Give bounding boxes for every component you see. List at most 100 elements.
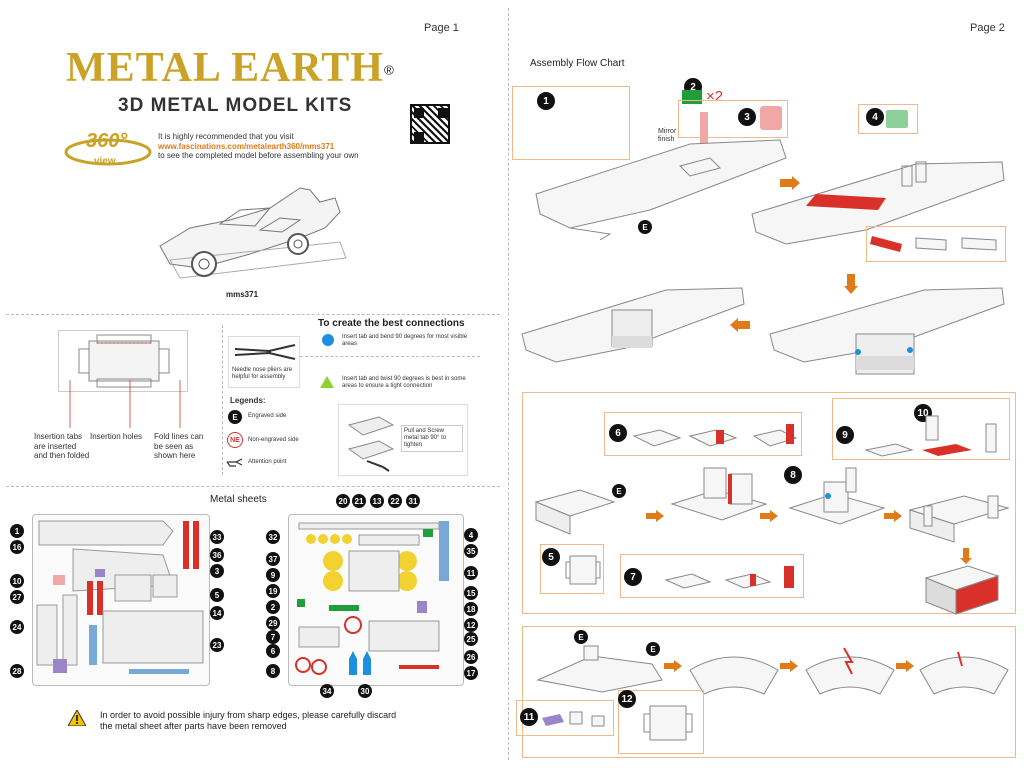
view-360-number: 360° bbox=[86, 130, 128, 152]
part-badge: 2 bbox=[266, 600, 280, 614]
view-360-label: view bbox=[94, 156, 116, 167]
part-badge: 14 bbox=[210, 606, 224, 620]
pliers-icon bbox=[234, 344, 296, 360]
section-divider-1 bbox=[6, 314, 500, 315]
part-badge: 33 bbox=[210, 530, 224, 544]
part-badge: 9 bbox=[266, 568, 280, 582]
engraved-badge-bottom-2: E bbox=[646, 642, 660, 656]
part-badge: 36 bbox=[210, 548, 224, 562]
recommend-line-1: It is highly recommended that you visit bbox=[158, 132, 294, 141]
part-badge: 3 bbox=[210, 564, 224, 578]
car-model-illustration bbox=[159, 187, 347, 279]
flow-chart-title: Assembly Flow Chart bbox=[530, 58, 625, 69]
sheet2-right-labels: 4 35 11 15 18 12 25 26 17 bbox=[464, 528, 478, 680]
bend-dot-icon bbox=[322, 334, 334, 346]
flow-arrow-right-1 bbox=[780, 176, 800, 190]
part-badge: 29 bbox=[266, 616, 280, 630]
flow-arrow-right-2 bbox=[646, 510, 664, 522]
step-badge-5: 5 bbox=[542, 548, 560, 566]
part-badge: 1 bbox=[10, 524, 24, 538]
metal-sheet-1-parts bbox=[36, 520, 204, 674]
part-badge: 19 bbox=[266, 584, 280, 598]
chassis-step1-illustration bbox=[535, 139, 787, 240]
attention-label: Attention point bbox=[248, 459, 287, 465]
part-badge: 12 bbox=[464, 618, 478, 632]
sheet2-left-labels: 32 37 9 19 2 29 7 6 8 bbox=[266, 530, 280, 680]
step-badge-11: 11 bbox=[520, 708, 538, 726]
warning-text: In order to avoid possible injury from s… bbox=[100, 710, 397, 732]
screw-note: Pull and Screw metal tab 90° to tighten bbox=[401, 425, 463, 452]
chassis-step4-illustration bbox=[751, 161, 1005, 245]
warning-icon bbox=[68, 710, 86, 726]
part-badge: 4 bbox=[464, 528, 478, 542]
engraved-badge-top: E bbox=[638, 220, 652, 234]
recommend-link[interactable]: www.fascinations.com/metalearth360/mms37… bbox=[158, 142, 418, 152]
section-divider-2 bbox=[6, 486, 500, 487]
connections-title: To create the best connections bbox=[318, 318, 465, 329]
step9-10-detail-box bbox=[832, 398, 1010, 460]
step-badge-7: 7 bbox=[624, 568, 642, 586]
step-badge-8: 8 bbox=[784, 466, 802, 484]
recommend-model-code[interactable]: mms371 bbox=[302, 141, 335, 151]
part-badge: 27 bbox=[10, 590, 24, 604]
fold-diagram-leaders bbox=[69, 380, 181, 428]
cabin-illustration bbox=[908, 495, 1010, 543]
step2-mirror-part bbox=[700, 112, 708, 164]
step11-illustration bbox=[542, 711, 605, 727]
label-insertion-holes: Insertion holes bbox=[90, 432, 143, 441]
step5-illustration bbox=[565, 555, 601, 585]
sub-assembly-frame bbox=[522, 392, 1016, 614]
engraved-badge-mid: E bbox=[612, 484, 626, 498]
engraved-label: Engraved side bbox=[248, 413, 287, 419]
page-number-1: Page 1 bbox=[424, 22, 459, 34]
chassis-step4b-illustration bbox=[769, 287, 1005, 375]
part-badge: 26 bbox=[464, 650, 478, 664]
metal-sheets-title: Metal sheets bbox=[210, 494, 267, 505]
part-badge: 18 bbox=[464, 602, 478, 616]
step12-illustration bbox=[643, 705, 693, 741]
section-divider-vertical bbox=[222, 325, 223, 475]
part-badge: 34 bbox=[320, 684, 334, 698]
metal-sheet-2 bbox=[288, 514, 464, 686]
recommend-url[interactable]: www.fascinations.com/metalearth360/ bbox=[158, 141, 303, 151]
metal-sheet-1 bbox=[32, 514, 210, 686]
step5-base-illustration bbox=[534, 489, 616, 535]
step-badge-12: 12 bbox=[618, 690, 636, 708]
step9-illustration bbox=[864, 415, 997, 457]
bend-instruction: Insert tab and bend 90 degrees for most … bbox=[342, 334, 468, 347]
tail-shape-3 bbox=[919, 651, 1009, 695]
flow-arrow-right-5 bbox=[664, 660, 682, 672]
part-badge: 8 bbox=[266, 664, 280, 678]
flow-arrow-left-1 bbox=[730, 318, 750, 332]
part-badge: 21 bbox=[352, 494, 366, 508]
view-360-badge: 360° view bbox=[62, 128, 154, 172]
part-badge: 6 bbox=[266, 644, 280, 658]
view-360-swoosh-icon bbox=[64, 138, 152, 166]
step4-detail-box bbox=[858, 104, 918, 134]
engraved-badge-bottom-1: E bbox=[574, 630, 588, 644]
fold-diagram-frame bbox=[58, 330, 188, 392]
part-badge: 35 bbox=[464, 544, 478, 558]
non-engraved-label: Non-engraved side bbox=[248, 437, 299, 443]
step6-detail-box bbox=[604, 412, 802, 456]
metal-sheet-2-parts bbox=[295, 521, 449, 675]
flow-arrow-right-7 bbox=[896, 660, 914, 672]
non-engraved-badge: NE bbox=[227, 432, 243, 448]
flow-arrow-down-2 bbox=[960, 548, 972, 564]
part-badge: 10 bbox=[10, 574, 24, 588]
step-badge-6: 6 bbox=[609, 424, 627, 442]
page-divider bbox=[508, 8, 509, 760]
part-badge: 30 bbox=[358, 684, 372, 698]
brand-logo: METAL EARTH® bbox=[66, 44, 394, 92]
part-badge: 5 bbox=[210, 588, 224, 602]
page-number-2: Page 2 bbox=[970, 22, 1005, 34]
screw-note-box: Pull and Screw metal tab 90° to tighten bbox=[338, 404, 468, 476]
tagline: 3D METAL MODEL KITS bbox=[118, 95, 353, 116]
part-badge: 20 bbox=[336, 494, 350, 508]
screw-tab-icon bbox=[347, 416, 395, 472]
part-badge: 23 bbox=[210, 638, 224, 652]
seats-illustration bbox=[670, 467, 768, 521]
tail-step-illustration bbox=[536, 645, 663, 693]
step4-sub-illustration bbox=[870, 236, 997, 252]
twist-instruction: Insert tab and twist 90 degrees is best … bbox=[342, 376, 466, 389]
